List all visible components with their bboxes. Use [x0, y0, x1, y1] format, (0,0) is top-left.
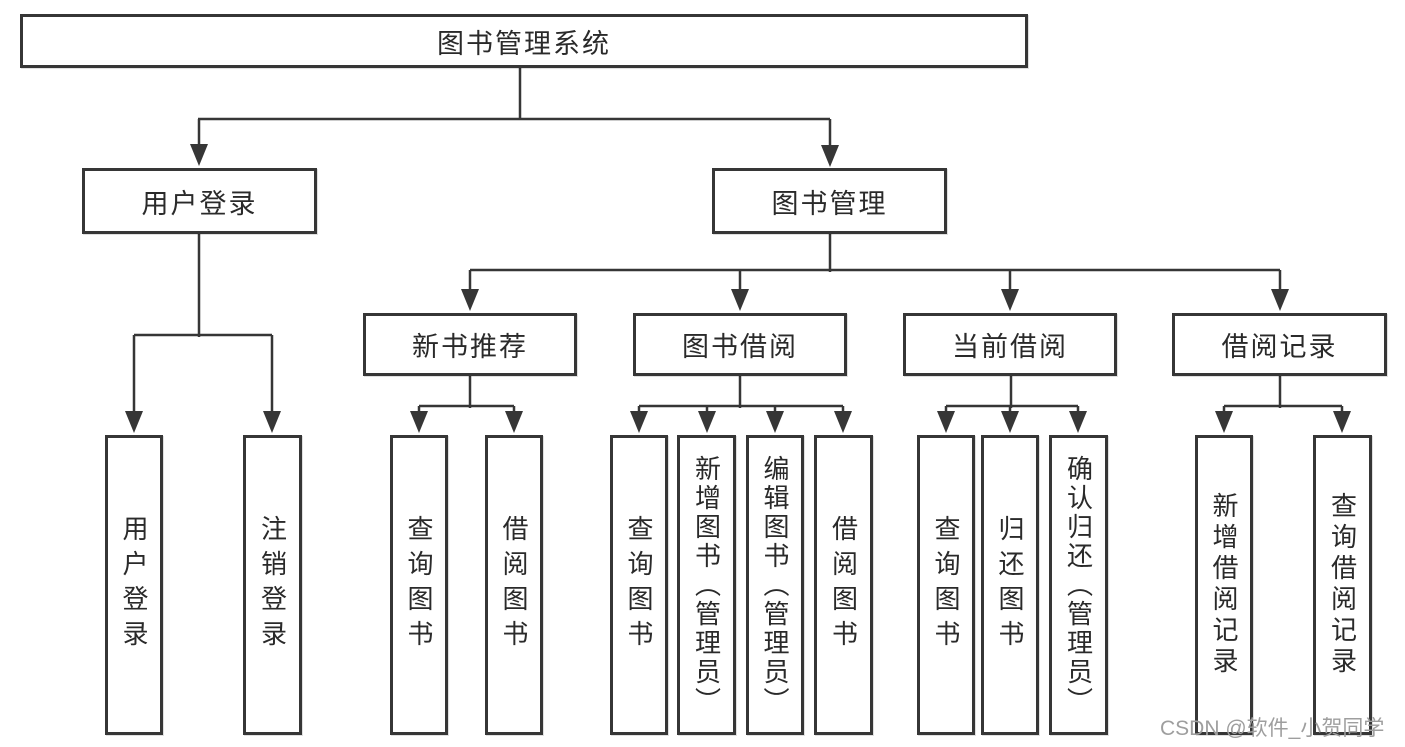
- leaf-label: 归还图书: [995, 515, 1025, 655]
- leaf-add-books-admin: 新增图书（管理员）: [677, 435, 736, 735]
- leaf-user-login: 用户登录: [105, 435, 163, 735]
- leaf-return-books: 归还图书: [981, 435, 1039, 735]
- leaf-label: 查询图书: [931, 515, 961, 655]
- csdn-watermark: CSDN @软件_小贺同学: [1160, 717, 1385, 740]
- leaf-label: 编辑图书（管理员）: [760, 454, 790, 716]
- leaf-label: 查询图书: [404, 515, 434, 655]
- leaf-label: 查询借阅记录: [1327, 492, 1358, 678]
- node-label: 图书管理系统: [437, 28, 611, 59]
- leaf-borrow-books-recommend: 借阅图书: [485, 435, 543, 735]
- leaf-query-books-recommend: 查询图书: [390, 435, 448, 735]
- leaf-query-books-current: 查询图书: [917, 435, 975, 735]
- leaf-query-borrow-record: 查询借阅记录: [1313, 435, 1372, 735]
- node-book-management: 图书管理: [712, 168, 947, 234]
- leaf-borrow-books-borrowing: 借阅图书: [814, 435, 873, 735]
- leaf-label: 借阅图书: [828, 515, 859, 655]
- leaf-edit-books-admin: 编辑图书（管理员）: [746, 435, 804, 735]
- node-new-book-recommendation: 新书推荐: [363, 313, 577, 376]
- leaf-confirm-return-admin: 确认归还（管理员）: [1049, 435, 1108, 735]
- leaf-label: 查询图书: [624, 515, 654, 655]
- node-label: 图书借阅: [682, 332, 798, 362]
- leaf-logout: 注销登录: [243, 435, 302, 735]
- leaf-label: 新增借阅记录: [1209, 492, 1239, 678]
- node-label: 当前借阅: [952, 332, 1068, 362]
- node-user-login: 用户登录: [82, 168, 317, 234]
- node-label: 用户登录: [141, 188, 258, 219]
- node-label: 新书推荐: [412, 332, 528, 362]
- leaf-label: 借阅图书: [499, 515, 529, 655]
- leaf-label: 用户登录: [119, 515, 149, 655]
- node-book-borrowing: 图书借阅: [633, 313, 847, 376]
- leaf-add-borrow-record: 新增借阅记录: [1195, 435, 1253, 735]
- leaf-query-books-borrowing: 查询图书: [610, 435, 668, 735]
- node-current-borrowing: 当前借阅: [903, 313, 1117, 376]
- node-label: 借阅记录: [1221, 332, 1338, 362]
- node-label: 图书管理: [771, 188, 888, 219]
- leaf-label: 新增图书（管理员）: [691, 454, 722, 716]
- leaf-label: 确认归还（管理员）: [1063, 454, 1094, 716]
- leaf-label: 注销登录: [257, 515, 288, 655]
- node-borrowing-records: 借阅记录: [1172, 313, 1387, 376]
- node-book-management-system: 图书管理系统: [20, 14, 1028, 68]
